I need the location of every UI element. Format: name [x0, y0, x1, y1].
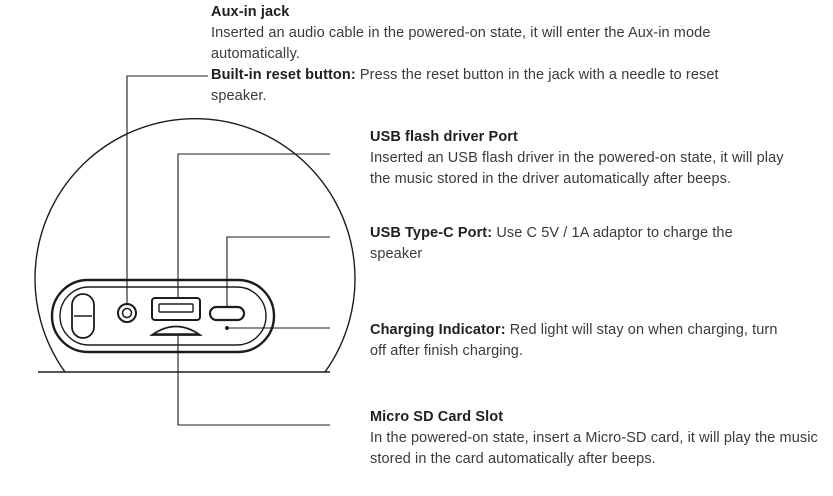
reset-button-label: Built-in reset button: Press the reset b… [211, 65, 751, 107]
charging-indicator-label: Charging Indicator: Red light will stay … [370, 320, 790, 362]
usb-port-icon [151, 297, 201, 321]
pull-tab [71, 293, 95, 339]
typec-port-icon [208, 305, 246, 322]
reset-button-desc: Press the reset button in the jack with … [211, 67, 719, 104]
aux-jack-title: Aux-in jack [211, 4, 290, 20]
leader-lines [126, 75, 330, 426]
sd-slot-desc: In the powered-on state, insert a Micro-… [370, 430, 818, 467]
usb-port-title: USB flash driver Port [370, 129, 518, 145]
speaker-body-outline [34, 118, 356, 373]
port-cover-outer [50, 278, 276, 354]
typec-port-label: USB Type-C Port: Use C 5V / 1A adaptor t… [370, 223, 765, 265]
charging-indicator-desc: Red light will stay on when charging, tu… [370, 322, 778, 359]
aux-jack-label: Aux-in jack Inserted an audio cable in t… [211, 2, 821, 65]
typec-port-desc: Use C 5V / 1A adaptor to charge the spea… [370, 225, 733, 262]
usb-port-desc: Inserted an USB flash driver in the powe… [370, 150, 784, 187]
sd-slot-title: Micro SD Card Slot [370, 409, 504, 425]
typec-port-title: USB Type-C Port: [370, 225, 493, 241]
charging-led-icon [225, 326, 229, 330]
usb-port-label: USB flash driver Port Inserted an USB fl… [370, 127, 800, 190]
charging-indicator-title: Charging Indicator: [370, 322, 506, 338]
port-cover-inner [59, 286, 267, 346]
reset-button-title: Built-in reset button: [211, 67, 356, 83]
sd-slot-icon [149, 325, 203, 336]
sd-slot-label: Micro SD Card Slot In the powered-on sta… [370, 407, 825, 470]
aux-jack-icon [117, 303, 137, 323]
aux-jack-desc: Inserted an audio cable in the powered-o… [211, 25, 711, 62]
